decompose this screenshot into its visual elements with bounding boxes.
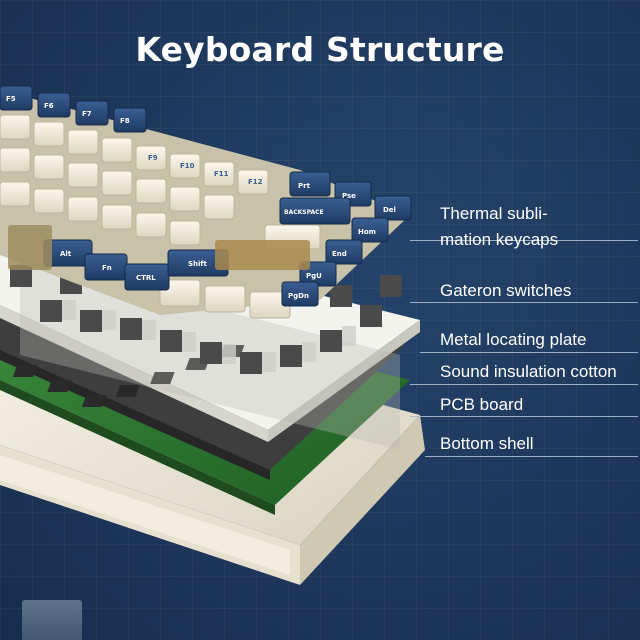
keycap-legend-f6: F6 xyxy=(44,102,54,110)
keycap-legend-end: End xyxy=(332,250,347,258)
keycap-legend-f8: F8 xyxy=(120,117,130,125)
keycap-legend-f9: F9 xyxy=(148,154,158,162)
keycap-legend-del: Del xyxy=(383,206,396,214)
keycap-legend-f12: F12 xyxy=(248,178,263,186)
keycap-legend-ctrl: CTRL xyxy=(136,274,156,282)
label-thermal-sublimation-keycaps: Thermal subli- mation keycaps xyxy=(440,201,558,253)
keycap-legend-shift: Shift xyxy=(188,260,207,268)
keycap-legend-f7: F7 xyxy=(82,110,92,118)
keycap-legend-prt: Prt xyxy=(298,182,311,190)
connector-keycaps xyxy=(410,240,638,241)
keycap-legend-pse: Pse xyxy=(342,192,356,200)
label-sound-insulation-cotton: Sound insulation cotton xyxy=(440,362,617,381)
keycap-legend-backspace: BACKSPACE xyxy=(284,209,324,216)
connector-plate xyxy=(420,352,638,353)
keycap-legend-f11: F11 xyxy=(214,170,229,178)
keycaps-layer: F5 F6 F7 F8 Prt Pse Del BACKSPACE Hom En… xyxy=(0,85,412,319)
label-bottom-shell: Bottom shell xyxy=(440,434,534,453)
label-line: Thermal subli- xyxy=(440,204,548,223)
label-metal-locating-plate: Metal locating plate xyxy=(440,330,587,349)
page-title: Keyboard Structure xyxy=(135,30,505,69)
connector-shell xyxy=(425,456,638,457)
decorative-tab xyxy=(22,600,82,640)
connector-pcb xyxy=(410,416,638,417)
connector-switches xyxy=(410,302,638,303)
keycap-legend-pgdn: PgDn xyxy=(288,292,309,300)
label-line: mation keycaps xyxy=(440,230,559,249)
keycap-legend-alt: Alt xyxy=(60,250,72,258)
keycap-legend-pgu: PgU xyxy=(306,272,322,280)
gateron-switches-layer xyxy=(10,259,402,450)
keycap-legend-f10: F10 xyxy=(180,162,195,170)
keycap-legend-f5: F5 xyxy=(6,95,16,103)
keycap-legend-fn: Fn xyxy=(102,264,112,272)
label-gateron-switches: Gateron switches xyxy=(440,281,572,300)
connector-cotton xyxy=(410,384,638,385)
label-pcb-board: PCB board xyxy=(440,395,524,414)
keycap-legend-hom: Hom xyxy=(358,228,376,236)
